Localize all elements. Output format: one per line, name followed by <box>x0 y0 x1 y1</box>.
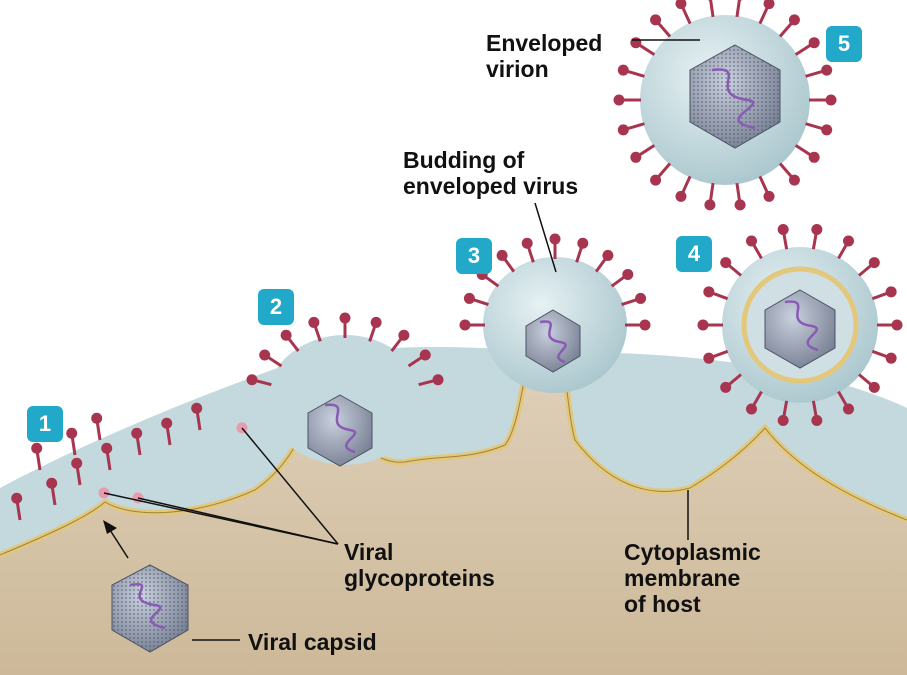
capsid-step-2 <box>307 394 373 467</box>
glycoprotein-head <box>808 37 820 49</box>
glycoprotein-head <box>463 292 475 304</box>
glycoprotein-stalk <box>709 0 715 18</box>
glycoprotein-head <box>549 233 561 245</box>
glycoprotein-head <box>259 349 271 361</box>
glycoprotein-head <box>161 417 173 429</box>
glycoprotein-head <box>697 319 709 331</box>
glycoprotein-head <box>370 316 382 328</box>
glycoprotein-head <box>521 237 533 249</box>
glycoprotein-head <box>613 94 625 106</box>
capsid-step-4 <box>764 289 836 369</box>
glycoprotein-head <box>71 457 83 469</box>
glycoprotein-head <box>868 257 880 269</box>
label-cytoplasmic-membrane: Cytoplasmic membrane of host <box>624 539 761 617</box>
glycoprotein-head <box>707 0 713 1</box>
glycoprotein-head <box>746 235 757 247</box>
glycoprotein-head <box>131 427 143 439</box>
label-enveloped-virion: Enveloped virion <box>486 30 603 82</box>
arrow-capsid-to-membrane <box>103 520 129 559</box>
glycoprotein-head <box>577 237 589 249</box>
glycoprotein-head <box>617 124 629 136</box>
glycoprotein-head <box>419 349 431 361</box>
leader-lines <box>103 39 700 641</box>
glycoprotein-head <box>46 477 58 489</box>
host-cell <box>0 301 907 675</box>
glycoprotein-head <box>11 492 23 504</box>
glycoprotein-head <box>675 0 687 10</box>
glycoprotein-head <box>398 329 410 341</box>
glycoprotein-head <box>885 352 897 364</box>
label-viral-capsid: Viral capsid <box>248 629 377 655</box>
glycoprotein-head <box>811 223 823 235</box>
glycoprotein-head <box>703 352 715 364</box>
glycoprotein-head <box>843 403 854 415</box>
glycoprotein-head <box>630 37 642 49</box>
glycoprotein-head <box>280 329 292 341</box>
glycoprotein-head <box>432 374 444 386</box>
glycoprotein-stalk <box>735 0 741 18</box>
glycoprotein-head <box>821 64 833 76</box>
glycoprotein-head <box>763 190 775 202</box>
glycoprotein-head <box>703 286 715 298</box>
glycoprotein-head <box>788 14 800 26</box>
glycoprotein-head <box>496 249 508 261</box>
glycoprotein-head <box>746 403 757 415</box>
glycoprotein-head <box>246 374 258 386</box>
glycoprotein-head <box>737 0 743 1</box>
glycoprotein-head <box>821 124 833 136</box>
glycoprotein-head <box>602 249 614 261</box>
glycoprotein-head <box>675 190 687 202</box>
label-budding: Budding of enveloped virus <box>403 147 579 199</box>
glycoprotein-spikes <box>11 0 903 521</box>
step-badge-4: 4 <box>676 236 712 272</box>
capsid-free-dots <box>112 565 188 652</box>
glycoprotein-head <box>720 381 732 393</box>
glycoprotein-head <box>91 412 103 424</box>
glycoprotein-head <box>720 257 732 269</box>
glycoprotein-head <box>66 427 78 439</box>
glycoprotein-head <box>635 292 647 304</box>
step-badge-2: 2 <box>258 289 294 325</box>
glycoprotein-head <box>788 174 800 186</box>
cytoplasmic-membrane-edge <box>0 304 907 556</box>
glycoprotein-head <box>191 402 203 414</box>
glycoprotein-head <box>811 415 823 427</box>
glycoprotein-head <box>459 319 471 331</box>
glycoprotein-head <box>704 199 716 211</box>
viral-genome-strands <box>129 68 819 630</box>
glycoprotein-head <box>101 442 113 454</box>
glycoprotein-head <box>777 415 789 427</box>
glycoprotein-head <box>868 381 880 393</box>
step-badge-3: 3 <box>456 238 492 274</box>
glycoprotein-head <box>808 151 820 163</box>
glycoprotein-head <box>617 64 629 76</box>
glycoprotein-head <box>339 312 351 324</box>
glycoprotein-head <box>308 316 320 328</box>
glycoprotein-head <box>891 319 903 331</box>
glycoprotein-head <box>734 199 746 211</box>
glycoprotein-head <box>843 235 854 247</box>
glycoprotein-head <box>622 268 634 280</box>
step-badge-1: 1 <box>27 406 63 442</box>
glycoprotein-head <box>825 94 837 106</box>
glycoprotein-head <box>639 319 651 331</box>
cytoplasm <box>0 305 907 675</box>
glycoprotein-head <box>777 223 789 235</box>
label-viral-glycoproteins: Viral glycoproteins <box>344 539 495 591</box>
glycoprotein-head <box>31 442 43 454</box>
glycoprotein-head <box>885 286 897 298</box>
glycoprotein-head <box>98 487 110 499</box>
glycoprotein-head <box>630 151 642 163</box>
glycoprotein-head <box>763 0 775 10</box>
glycoprotein-head <box>650 174 662 186</box>
glycoprotein-head <box>650 14 662 26</box>
step-badge-5: 5 <box>826 26 862 62</box>
